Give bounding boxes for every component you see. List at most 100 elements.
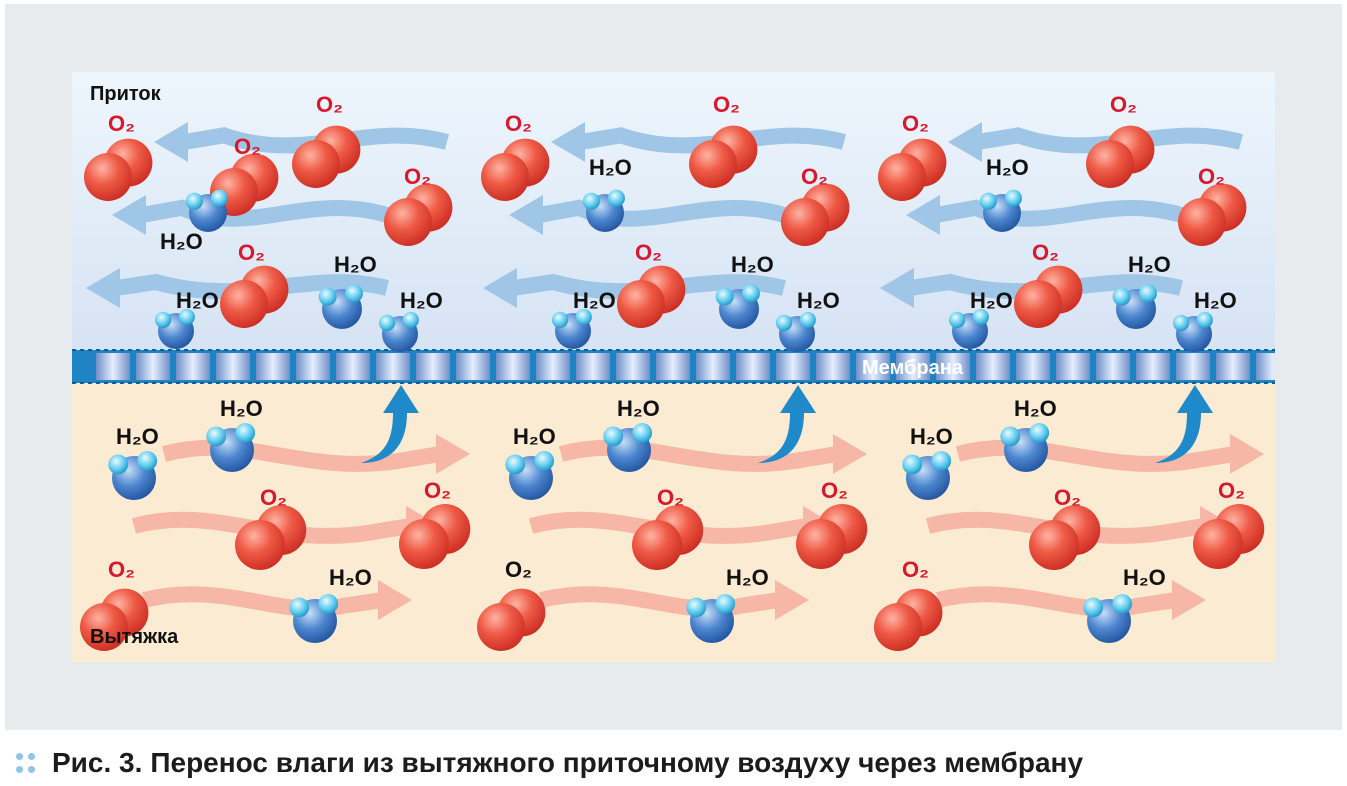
oxygen-label: O₂ bbox=[108, 557, 135, 582]
water-label: H₂O bbox=[910, 424, 953, 449]
supply-flow-arrowhead bbox=[112, 195, 146, 235]
membrane-pore bbox=[296, 353, 330, 380]
water-label: H₂O bbox=[513, 424, 556, 449]
oxygen-molecule-icon: O₂ bbox=[481, 111, 550, 201]
water-molecule-icon: H₂O bbox=[551, 288, 616, 349]
oxygen-molecule-icon: O₂ bbox=[84, 111, 153, 201]
oxygen-label: O₂ bbox=[801, 164, 828, 189]
membrane-pore bbox=[1096, 353, 1130, 380]
oxygen-molecule-icon: O₂ bbox=[235, 485, 307, 570]
oxygen-label: O₂ bbox=[713, 92, 740, 117]
oxygen-label: O₂ bbox=[1054, 485, 1081, 510]
water-label: H₂O bbox=[797, 288, 840, 313]
membrane-pore bbox=[1256, 353, 1275, 380]
water-label: H₂O bbox=[176, 288, 219, 313]
water-label: H₂O bbox=[1123, 565, 1166, 590]
supply-flow-arrowhead bbox=[880, 268, 914, 308]
oxygen-label: O₂ bbox=[234, 134, 261, 159]
oxygen-label: O₂ bbox=[1110, 92, 1137, 117]
exhaust-flow-arrowhead bbox=[1230, 434, 1264, 474]
water-molecule-icon: H₂O bbox=[902, 424, 953, 500]
oxygen-molecule-icon: O₂ bbox=[1086, 92, 1155, 188]
oxygen-molecule-icon: O₂ bbox=[292, 92, 361, 188]
oxygen-molecule-icon: O₂ bbox=[874, 557, 943, 651]
water-label: H₂O bbox=[220, 396, 263, 421]
water-molecule-icon: H₂O bbox=[289, 565, 372, 643]
water-molecule-icon: H₂O bbox=[160, 189, 228, 254]
membrane-pore bbox=[736, 353, 770, 380]
oxygen-label: O₂ bbox=[260, 485, 287, 510]
oxygen-molecule-icon: O₂ bbox=[80, 557, 149, 651]
transfer-arrows bbox=[361, 385, 1213, 463]
water-label: H₂O bbox=[1194, 288, 1237, 313]
water-label: H₂O bbox=[589, 155, 632, 180]
water-label: H₂O bbox=[1014, 396, 1057, 421]
supply-flow-arrowhead bbox=[509, 195, 543, 235]
exhaust-flow-arrow-icon bbox=[161, 439, 442, 472]
exhaust-flow-arrowhead bbox=[436, 434, 470, 474]
supply-flow-arrowhead bbox=[86, 268, 120, 308]
exhaust-flow-arrowhead bbox=[378, 580, 412, 620]
membrane-pore bbox=[1056, 353, 1090, 380]
water-label: H₂O bbox=[329, 565, 372, 590]
water-molecule-icon: H₂O bbox=[686, 565, 769, 643]
supply-flow-arrowhead bbox=[906, 195, 940, 235]
supply-flow-arrowhead bbox=[483, 268, 517, 308]
oxygen-molecule-icon: O₂ bbox=[384, 164, 453, 246]
water-molecule-icon: H₂O bbox=[979, 155, 1029, 232]
water-molecule-icon: H₂O bbox=[1172, 288, 1237, 352]
transfer-arrow-icon bbox=[1155, 385, 1213, 463]
water-label: H₂O bbox=[400, 288, 443, 313]
membrane-pore bbox=[536, 353, 570, 380]
membrane-pore bbox=[576, 353, 610, 380]
water-molecule-icon: H₂O bbox=[1000, 396, 1057, 472]
membrane-pore bbox=[976, 353, 1010, 380]
membrane-pore bbox=[456, 353, 490, 380]
water-molecule-icon: H₂O bbox=[108, 424, 159, 500]
water-label: H₂O bbox=[986, 155, 1029, 180]
oxygen-molecule-icon: O₂ bbox=[1178, 164, 1247, 246]
figure-title: Перенос влаги из вытяжного приточному во… bbox=[150, 747, 1084, 778]
supply-flow-arrowhead bbox=[551, 122, 585, 162]
water-molecule-icon: H₂O bbox=[154, 288, 219, 349]
membrane-pore bbox=[416, 353, 450, 380]
water-label: H₂O bbox=[116, 424, 159, 449]
water-molecule-icon: H₂O bbox=[603, 396, 660, 472]
oxygen-label: O₂ bbox=[316, 92, 343, 117]
oxygen-label: O₂ bbox=[404, 164, 431, 189]
transfer-arrow-icon bbox=[361, 385, 419, 463]
oxygen-label: O₂ bbox=[505, 557, 532, 582]
membrane-pore bbox=[616, 353, 650, 380]
oxygen-molecule-icon: O₂ bbox=[796, 478, 868, 569]
membrane-pore bbox=[1176, 353, 1210, 380]
oxygen-label: O₂ bbox=[635, 240, 662, 265]
water-label: H₂O bbox=[334, 252, 377, 277]
oxygen-molecule-icon: O₂ bbox=[1014, 240, 1083, 328]
water-molecule-icon: H₂O bbox=[206, 396, 263, 472]
water-label: H₂O bbox=[573, 288, 616, 313]
membrane-pore bbox=[496, 353, 530, 380]
exhaust-label: Вытяжка bbox=[90, 626, 179, 648]
membrane-pore bbox=[96, 353, 130, 380]
oxygen-molecule-icon: O₂ bbox=[220, 240, 289, 328]
water-molecule-icon: H₂O bbox=[1112, 252, 1171, 329]
water-molecule-icon: H₂O bbox=[505, 424, 556, 500]
membrane-pore bbox=[936, 353, 970, 380]
water-molecule-icon: H₂O bbox=[378, 288, 443, 352]
water-molecule-icon: H₂O bbox=[582, 155, 632, 232]
water-label: H₂O bbox=[160, 229, 203, 254]
oxygen-label: O₂ bbox=[1218, 478, 1245, 503]
exhaust-flow-arrowhead bbox=[775, 580, 809, 620]
water-label: H₂O bbox=[617, 396, 660, 421]
membrane-pore bbox=[696, 353, 730, 380]
oxygen-label: O₂ bbox=[238, 240, 265, 265]
membrane-pore bbox=[216, 353, 250, 380]
exhaust-flow-arrowhead bbox=[1172, 580, 1206, 620]
figure-caption: Рис. 3. Перенос влаги из вытяжного прито… bbox=[16, 745, 1083, 781]
membrane-pore bbox=[1136, 353, 1170, 380]
oxygen-label: O₂ bbox=[424, 478, 451, 503]
transfer-arrow-icon bbox=[758, 385, 816, 463]
membrane bbox=[72, 349, 1275, 384]
supply-flow-arrowhead bbox=[154, 122, 188, 162]
